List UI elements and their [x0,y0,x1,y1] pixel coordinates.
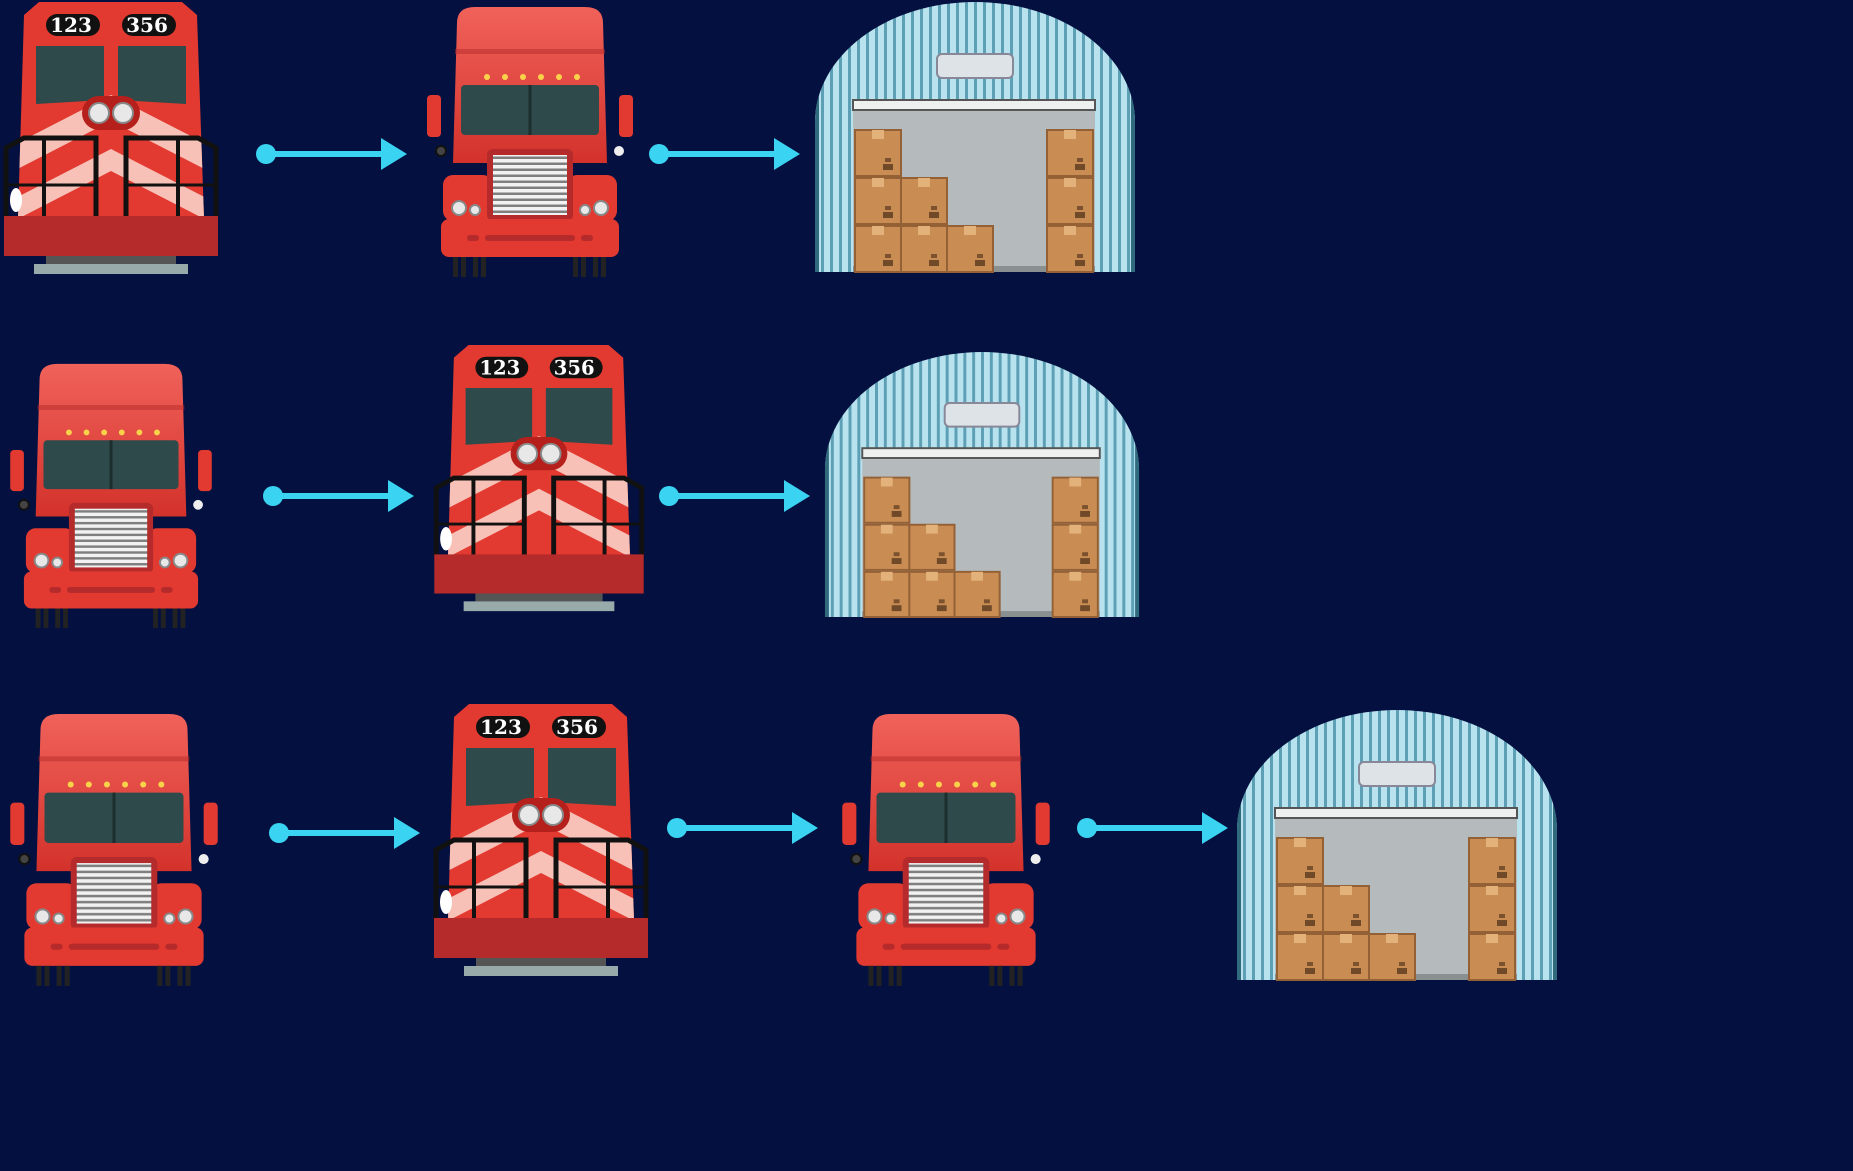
arrow-right-icon [658,476,818,516]
locomotive-icon: 123 356 [4,0,218,280]
warehouse-icon [1237,708,1557,982]
semi-truck-icon [6,710,222,990]
warehouse-icon [822,352,1142,617]
warehouse-icon [815,2,1135,272]
plate-right-number: 356 [126,13,168,37]
semi-truck-icon [425,3,635,281]
arrow-right-icon [648,134,808,174]
arrow-right-icon [262,476,422,516]
arrow-right-icon [666,808,826,848]
plate-left-number: 123 [50,13,92,37]
plate-right-number: 356 [556,715,598,739]
plate-left-number: 123 [480,715,522,739]
locomotive-icon: 123 356 [432,702,650,982]
locomotive-icon: 123 356 [432,343,646,617]
arrow-right-icon [255,134,415,174]
plate-right-number: 356 [554,356,595,379]
arrow-right-icon [1076,808,1236,848]
arrow-right-icon [268,813,428,853]
plate-left-number: 123 [479,356,520,379]
semi-truck-icon [838,710,1054,990]
semi-truck-icon [6,360,216,632]
